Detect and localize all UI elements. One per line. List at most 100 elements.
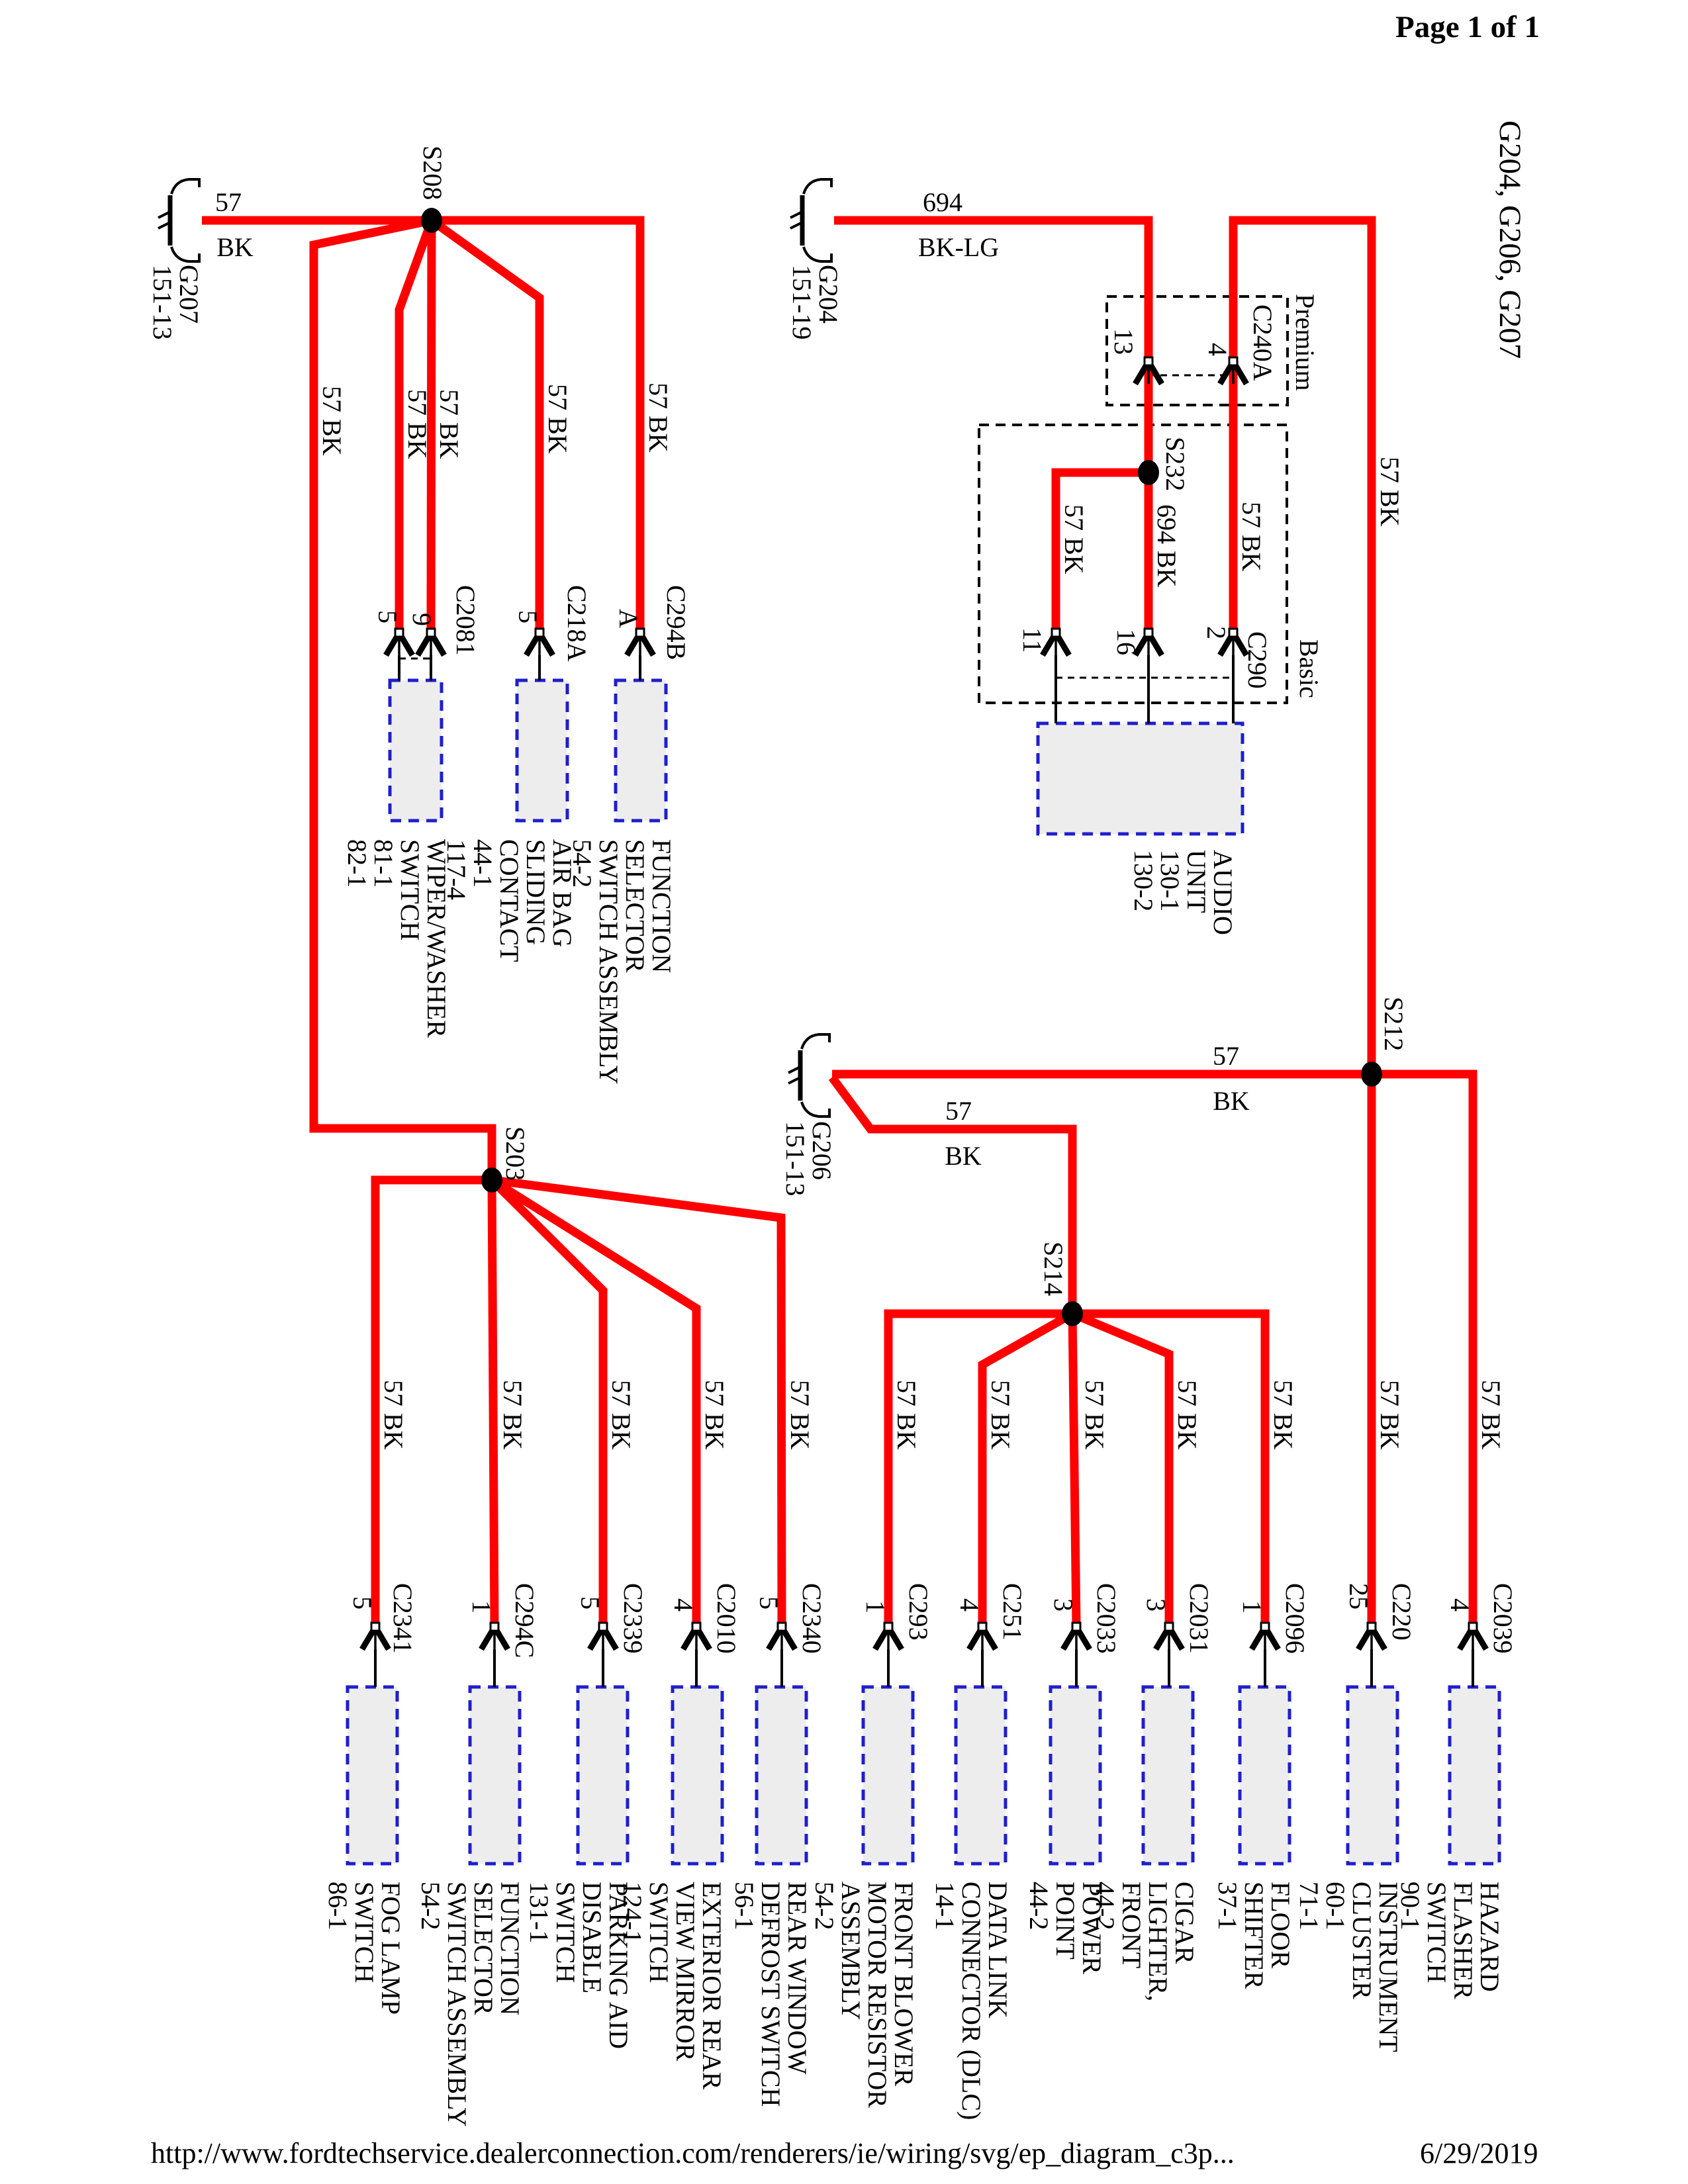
wire-s208-s203 [309, 216, 496, 1180]
ground-g206-hatch [788, 1066, 800, 1074]
device-label-rear-defrost-line: DEFROST SWITCH [756, 1882, 786, 2107]
ground-g206-hook [800, 1101, 831, 1118]
connector-body-c2039 [1448, 1685, 1501, 1866]
wire-number: 57 [1213, 1041, 1239, 1071]
pin-number: 5 [348, 1596, 377, 1610]
device-label-parking-aid-line: SWITCH [551, 1882, 581, 1983]
device-label-parking-aid-line: PARKING AID [604, 1882, 633, 2049]
device-label-function-selector-top-line: FUNCTION [647, 839, 677, 973]
splice-s212 [1361, 1062, 1382, 1087]
connector-name: C293 [904, 1583, 933, 1641]
connector-body-c294b [614, 678, 668, 823]
ground-g207-hatch [158, 211, 169, 219]
device-label-hazard-flasher-line: FLASHER [1448, 1882, 1478, 1999]
wire-color-code: BK [945, 1141, 982, 1171]
ground-g207-hook [170, 246, 201, 263]
wire-label: 57 BK [379, 1380, 408, 1450]
splice-s214 [1062, 1301, 1083, 1326]
wire-s203-c2340 [491, 1175, 786, 1626]
pin-arrow-c220-25-tip [1366, 1621, 1377, 1632]
device-label-hazard-flasher-line: HAZARD [1475, 1882, 1505, 1992]
wire-s208-c294b-a [432, 216, 645, 631]
ground-label-g206-line: G206 [807, 1121, 837, 1180]
splice-s214-label: S214 [1039, 1242, 1068, 1296]
wire-label: 57 BK [1375, 457, 1405, 527]
pin-arrow-c293-1-tip [883, 1621, 894, 1632]
device-label-blower-resistor-line: 54-2 [810, 1882, 839, 1930]
pin-number: 4 [669, 1598, 698, 1612]
wire-color-code: BK [216, 232, 254, 262]
ground-g207-hook [170, 178, 201, 195]
connector-body-c293 [861, 1685, 915, 1866]
connector-name: C2340 [797, 1583, 827, 1654]
wire-s208-c2081-5 [395, 218, 436, 631]
wire-label: 57 BK [606, 1380, 636, 1450]
device-label-hazard-flasher-line: SWITCH [1422, 1882, 1452, 1983]
device-label-wiper-washer-line: WIPER/WASHER [422, 839, 451, 1038]
device-label-function-selector-line: SWITCH ASSEMBLY [442, 1882, 472, 2127]
device-label-hazard-flasher-line: 90-1 [1395, 1882, 1425, 1930]
device-label-function-selector-line: FUNCTION [495, 1882, 525, 2015]
device-label-instrument-cluster-line: 60-1 [1321, 1882, 1350, 1930]
pin-number: 25 [1344, 1583, 1374, 1610]
wire-label: 57 BK [643, 383, 673, 453]
device-label-power-point-line: POINT [1051, 1882, 1080, 1960]
device-label-floor-shifter-line: FLOOR [1266, 1882, 1295, 1968]
device-label-parking-aid-line: 131-1 [524, 1882, 554, 1943]
device-label-fog-lamp-line: SWITCH [350, 1882, 379, 1983]
ground-label-g207-line: G207 [174, 265, 204, 324]
device-label-instrument-cluster-line: CLUSTER [1347, 1882, 1377, 1999]
ground-g206-hook [800, 1033, 831, 1050]
ground-g207-hatch [158, 222, 169, 230]
connector-body-c2031 [1141, 1685, 1195, 1866]
wire-c290-2-s212 [1229, 216, 1376, 1074]
pin-arrow-c290-16-tip [1143, 627, 1154, 638]
connector-body-c2081 [388, 678, 444, 823]
pin-arrow-c2096-1-tip [1260, 1621, 1270, 1632]
ground-label-g206-line: 151-13 [780, 1121, 810, 1196]
ground-g204-hatch [790, 222, 802, 230]
splice-s203 [481, 1167, 502, 1193]
connector-name: C2339 [618, 1583, 648, 1654]
pin-arrow-c2339-5-tip [598, 1621, 608, 1632]
pin-number: 5 [575, 1596, 605, 1610]
wire-s214-c2096 [1072, 1309, 1270, 1625]
device-label-floor-shifter-line: 37-1 [1213, 1882, 1243, 1930]
connector-body-c2010 [671, 1685, 724, 1866]
pin-number: 11 [1017, 627, 1047, 653]
footer-date: 6/29/2019 [1420, 2137, 1538, 2169]
pin-number: 2 [1201, 626, 1231, 639]
wire-label: 57 BK [1237, 502, 1266, 572]
pin-arrow-c290-2-tip [1228, 627, 1239, 638]
device-label-instrument-cluster-line: INSTRUMENT [1374, 1882, 1403, 2052]
splice-s208-label: S208 [418, 146, 447, 200]
connector-name: C2010 [712, 1583, 741, 1654]
splice-s212-label: S212 [1379, 997, 1409, 1051]
pin-arrow-c240a-13-tip [1143, 356, 1154, 367]
wire-number: 57 [215, 187, 242, 217]
group-box-premium-label: Premium [1290, 294, 1320, 391]
pin-number: 1 [1237, 1600, 1267, 1614]
wire-label: 57 BK [317, 386, 347, 456]
connector-body-c220 [1346, 1685, 1399, 1866]
wire-s214-c251 [978, 1310, 1075, 1625]
device-label-wiper-washer-line: SWITCH [395, 839, 425, 940]
pin-number: 5 [373, 610, 402, 623]
connector-name: C220 [1387, 1583, 1417, 1641]
connector-body-c2340 [755, 1685, 808, 1866]
page-number-label: Page 1 of 1 [1395, 10, 1540, 44]
pin-arrow-c2039-4-tip [1468, 1621, 1478, 1632]
device-label-cigar-lighter-line: CIGAR [1170, 1882, 1199, 1964]
connector-body-c218a [515, 678, 569, 823]
wire-label: 57 BK [543, 384, 573, 454]
splice-s232-label: S232 [1160, 437, 1190, 491]
ground-g204-hook [802, 246, 833, 263]
wire-s203-c2010 [489, 1176, 701, 1625]
connector-name: C294B [661, 585, 691, 660]
wire-s212-c2039 [1372, 1069, 1477, 1625]
pin-number: 3 [1141, 1598, 1171, 1612]
wire-s203-c294c [487, 1179, 499, 1626]
device-label-rear-defrost-line: REAR WINDOW [782, 1882, 812, 2075]
wire-label: 57 BK [986, 1380, 1015, 1450]
